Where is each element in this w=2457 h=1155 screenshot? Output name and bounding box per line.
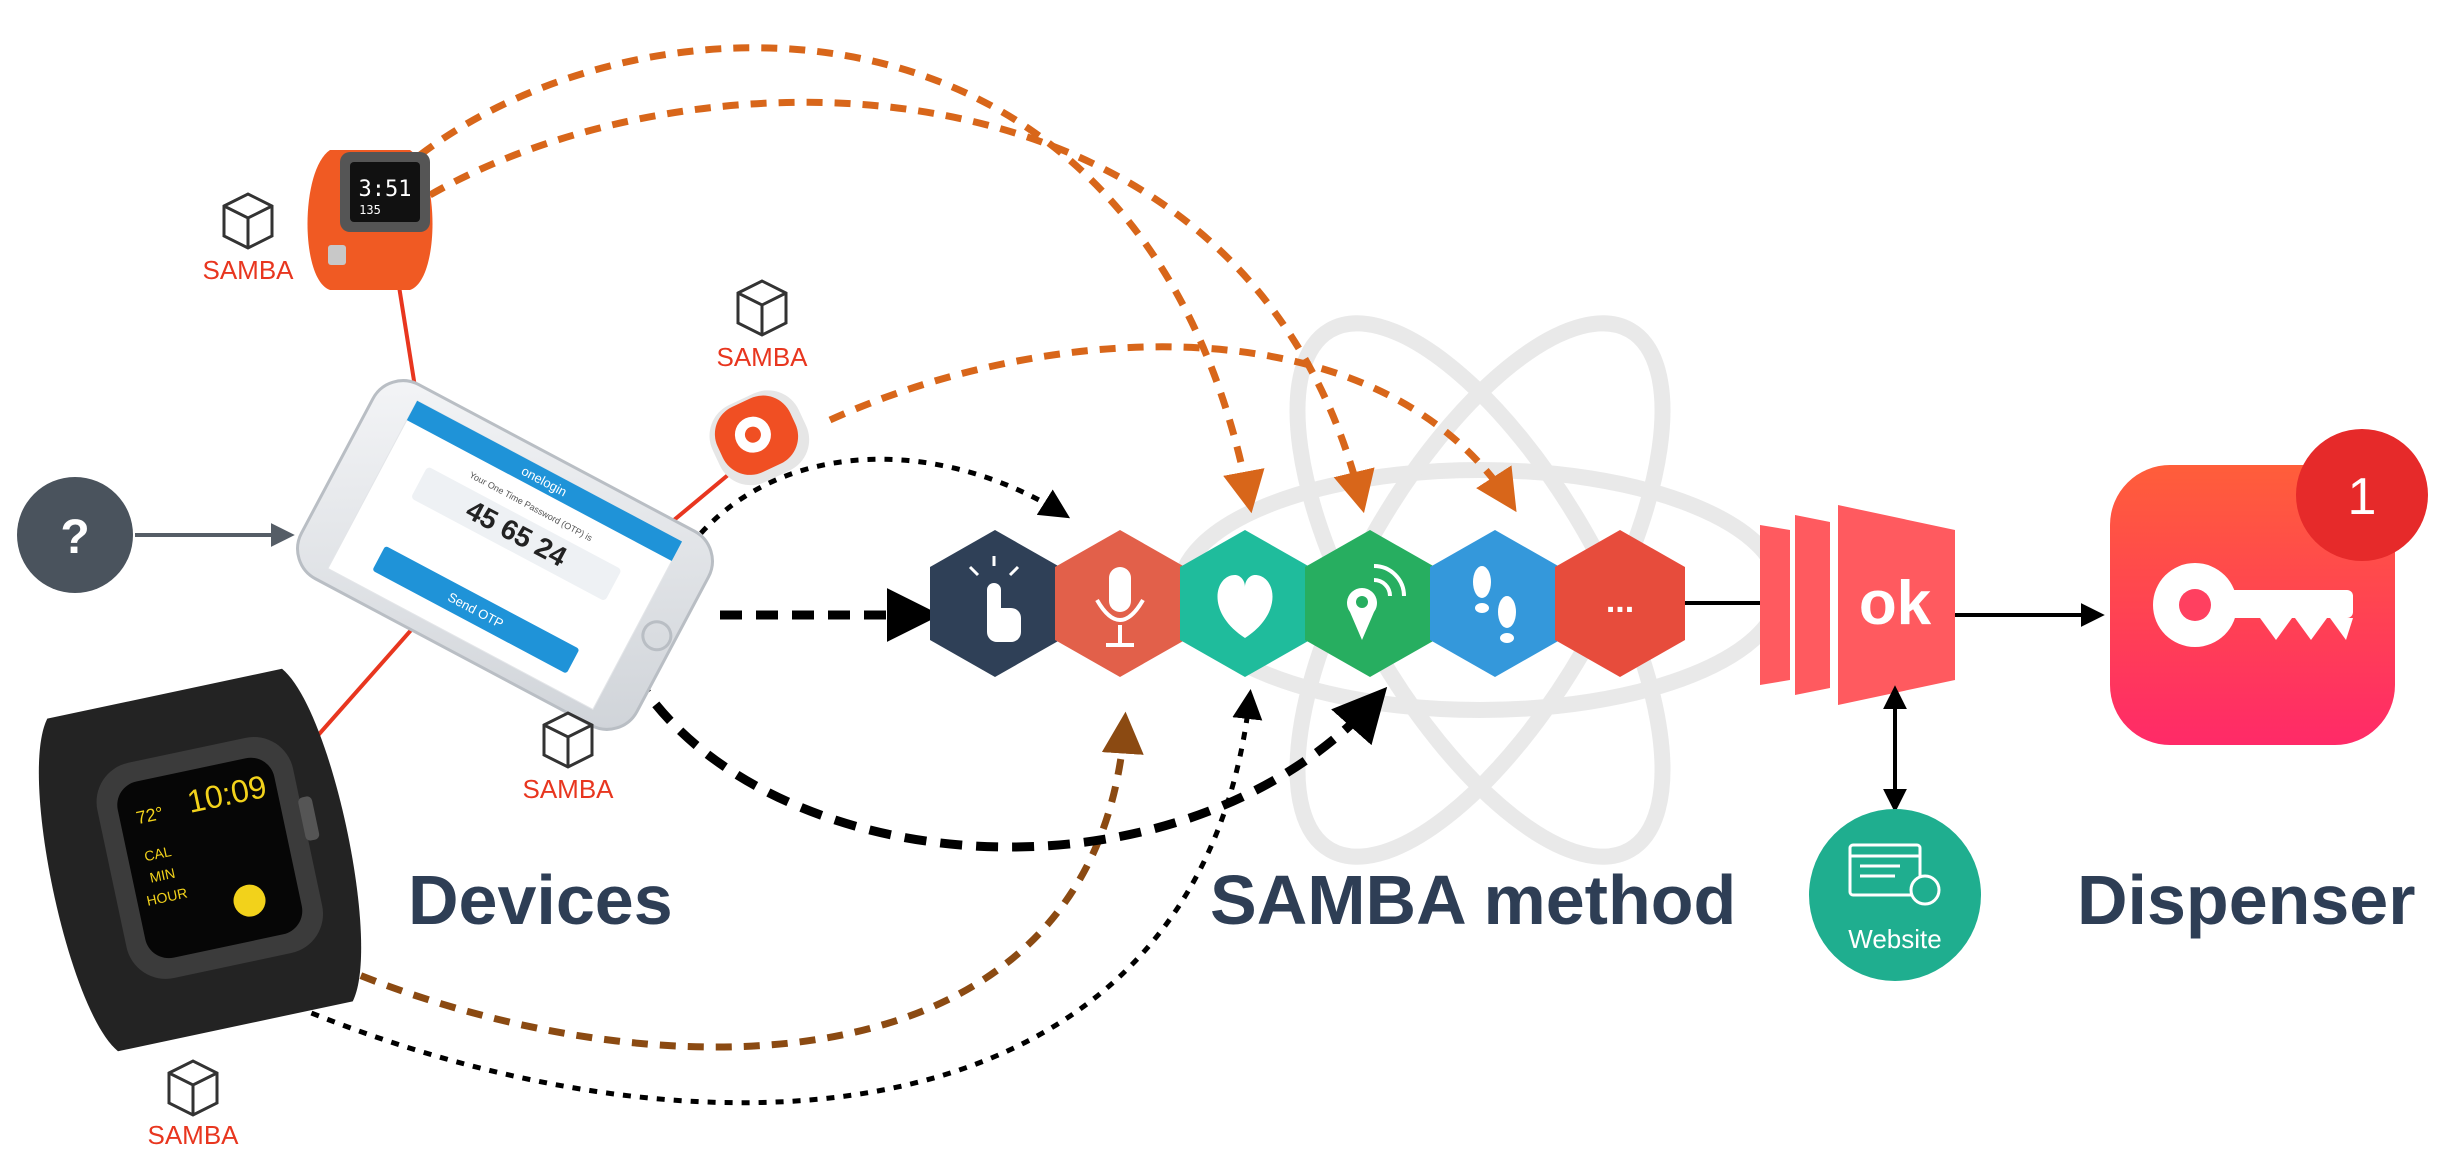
samba-label-watch: SAMBA	[147, 1120, 239, 1150]
more-icon: ...	[1606, 582, 1634, 620]
key-icon	[2153, 563, 2353, 647]
touch-icon	[968, 556, 1021, 642]
question-mark: ?	[60, 511, 89, 564]
footsteps-hex[interactable]	[1430, 530, 1560, 677]
orange-flows	[417, 44, 1517, 514]
fitbit-device: 3:51 135	[307, 150, 433, 290]
phone-device: onelogin Your One Time Password (OTP) is…	[296, 379, 714, 731]
website-badge[interactable]: Website	[1809, 809, 1981, 981]
watch-cal: CAL	[143, 843, 173, 864]
section-title-devices: Devices	[408, 861, 673, 939]
nike-sensor	[709, 390, 810, 486]
fitbit-stat: 135	[359, 203, 381, 217]
ok-funnel: ok	[1760, 505, 1955, 705]
package-icon	[167, 192, 788, 1117]
location-icon	[1347, 564, 1406, 640]
fitbit-time: 3:51	[359, 177, 412, 202]
method-icons: ...	[930, 530, 1685, 677]
unknown-input: ?	[17, 477, 295, 593]
section-title-method: SAMBA method	[1210, 861, 1737, 939]
watch-device: 10:09 72° CAL MIN HOUR	[38, 668, 362, 1052]
samba-label-nike: SAMBA	[716, 342, 808, 372]
brown-flow	[333, 711, 1144, 1051]
dispenser-app[interactable]: 1	[2110, 429, 2428, 745]
question-circle	[17, 477, 133, 593]
ok-label: ok	[1859, 569, 1932, 638]
microphone-icon	[1095, 567, 1145, 647]
badge-count: 1	[2348, 468, 2377, 526]
section-title-dispenser: Dispenser	[2077, 861, 2416, 939]
black-flows	[279, 456, 1388, 1106]
browser-icon	[1848, 843, 1941, 906]
samba-label-phone: SAMBA	[522, 774, 614, 804]
more-hex[interactable]	[1555, 530, 1685, 677]
send-otp-button[interactable]	[372, 546, 579, 674]
watch-min: MIN	[148, 865, 176, 886]
notification-badge	[2296, 429, 2428, 561]
footsteps-icon	[1473, 566, 1516, 643]
heart-icon	[1217, 575, 1273, 638]
samba-label-fitbit: SAMBA	[202, 255, 294, 285]
website-label: Website	[1848, 924, 1941, 954]
